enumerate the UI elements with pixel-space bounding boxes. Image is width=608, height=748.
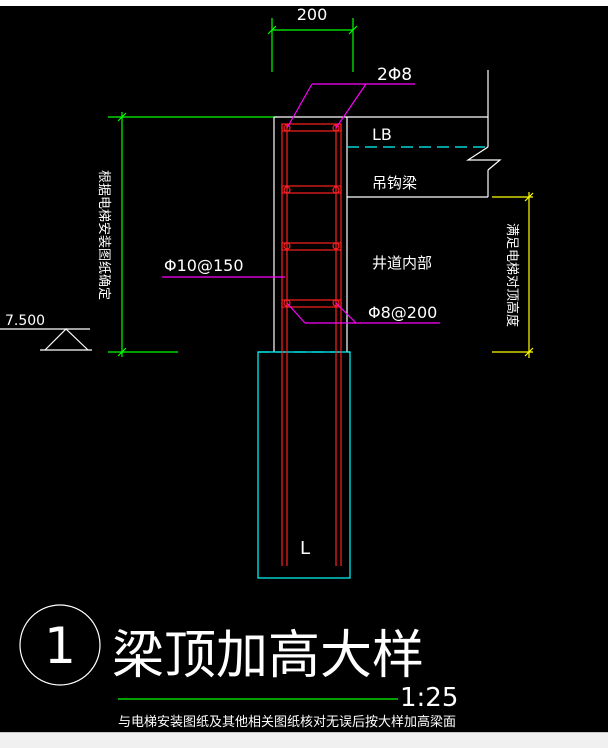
beam-outline bbox=[273, 70, 502, 352]
status-bar bbox=[0, 732, 608, 748]
lb-label: LB bbox=[372, 125, 392, 144]
detail-title: 梁顶加高大样 bbox=[112, 626, 424, 686]
top-width-dimension bbox=[267, 18, 358, 72]
right-height-dimension bbox=[492, 192, 534, 358]
elevation-symbol bbox=[0, 328, 92, 351]
detail-number-circle bbox=[19, 604, 101, 686]
cad-drawing-area: 200 根据电梯安装图纸确定 7.500 满足电梯对顶高度 bbox=[0, 6, 608, 732]
dim-width-label: 200 bbox=[297, 6, 328, 24]
detail-note: 与电梯安装图纸及其他相关图纸核对无误后按大样加高梁面 bbox=[118, 714, 456, 730]
shaft-interior-label: 井道内部 bbox=[372, 254, 432, 272]
right-vertical-note: 满足电梯对顶高度 bbox=[504, 223, 520, 327]
rebar-cage bbox=[281, 123, 342, 566]
left-vertical-note: 根据电梯安装图纸确定 bbox=[96, 170, 111, 300]
detail-number: 1 bbox=[44, 617, 76, 675]
elevation-label: 7.500 bbox=[5, 313, 45, 329]
stirrup-phi10-label: Φ10@150 bbox=[164, 256, 244, 275]
stirrup-phi8-label: Φ8@200 bbox=[368, 303, 437, 322]
leader-lines bbox=[162, 83, 440, 324]
beam-l-label: L bbox=[300, 538, 310, 559]
lower-beam-outline bbox=[257, 351, 351, 579]
left-height-dimension bbox=[108, 112, 278, 357]
rebar-2phi8-label: 2Φ8 bbox=[377, 65, 412, 85]
beam-detail-drawing: 200 根据电梯安装图纸确定 7.500 满足电梯对顶高度 bbox=[0, 6, 534, 730]
detail-scale: 1:25 bbox=[400, 683, 458, 713]
hoist-beam-label: 吊钩梁 bbox=[372, 174, 417, 192]
